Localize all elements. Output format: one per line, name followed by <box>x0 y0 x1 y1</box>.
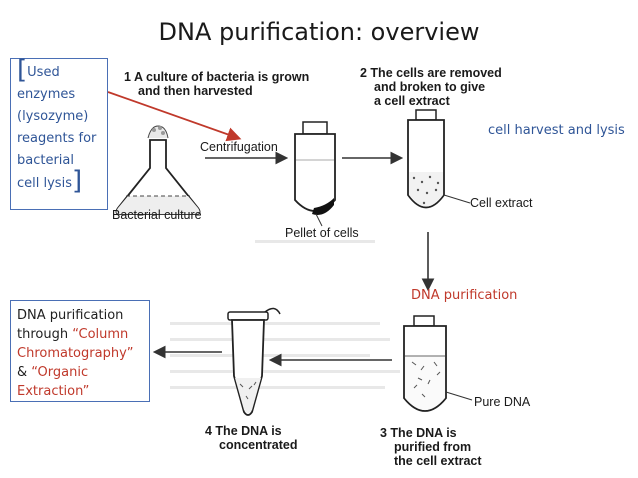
pellet-label: Pellet of cells <box>285 226 359 240</box>
bacterial-culture-label: Bacterial culture <box>112 208 202 222</box>
step-4-line: concentrated <box>219 438 298 452</box>
callout-line: reagents for <box>17 131 97 146</box>
step-3-line: 3 The DNA is <box>380 426 457 440</box>
lysis-reagents-callout: [Used enzymes (lysozyme) reagents for ba… <box>10 55 108 210</box>
page-title: DNA purification: overview <box>158 18 480 46</box>
background-texture <box>170 370 400 373</box>
method-column: “Column <box>72 327 129 342</box>
step-3-line: purified from <box>394 440 472 454</box>
step-1-line: 1 A culture of bacteria is grown <box>124 70 310 84</box>
step-2-line: a cell extract <box>374 94 450 108</box>
step-4-line: 4 The DNA is <box>205 424 282 438</box>
callout-line: & <box>17 365 32 380</box>
open-bracket: [ <box>17 55 28 85</box>
background-texture <box>170 322 380 325</box>
pure-dna-tube-icon <box>403 315 447 412</box>
callout-line: cell lysis <box>17 176 72 191</box>
method-organic: “Organic <box>31 365 89 380</box>
callout-line: DNA purification <box>17 308 124 323</box>
step-3-caption: 3 The DNA is purified from the cell extr… <box>380 426 482 468</box>
background-texture <box>170 338 390 341</box>
flask-icon <box>115 125 201 215</box>
purification-methods-callout: DNA purification through “Column Chromat… <box>10 300 150 402</box>
callout-line: Used <box>27 65 60 80</box>
cell-extract-tube-icon <box>407 109 445 209</box>
callout-line: enzymes <box>17 87 76 102</box>
centrifugation-label: Centrifugation <box>200 140 278 154</box>
step-2-line: and broken to give <box>374 80 486 94</box>
step-3-line: the cell extract <box>394 454 482 468</box>
dna-purification-note: DNA purification <box>411 288 518 303</box>
microtube-icon <box>227 307 281 416</box>
background-texture <box>255 240 375 243</box>
background-texture <box>170 386 385 389</box>
step-2-caption: 2 The cells are removed and broken to gi… <box>360 66 502 108</box>
callout-line: bacterial <box>17 153 74 168</box>
step-4-caption: 4 The DNA is concentrated <box>205 424 298 452</box>
callout-line: (lysozyme) <box>17 109 89 124</box>
callout-line: through <box>17 327 73 342</box>
method-chromatography: Chromatography” <box>17 346 134 361</box>
harvest-lysis-note: cell harvest and lysis <box>488 123 625 138</box>
centrifuge-tube-icon <box>294 121 336 215</box>
step-1-caption: 1 A culture of bacteria is grown and the… <box>124 70 309 98</box>
step-2-line: 2 The cells are removed <box>360 66 502 80</box>
pure-dna-label: Pure DNA <box>474 395 531 409</box>
cell-extract-label: Cell extract <box>470 196 533 210</box>
method-extraction: Extraction” <box>17 384 90 399</box>
step-1-line: and then harvested <box>138 84 253 98</box>
close-bracket: ] <box>71 166 83 196</box>
